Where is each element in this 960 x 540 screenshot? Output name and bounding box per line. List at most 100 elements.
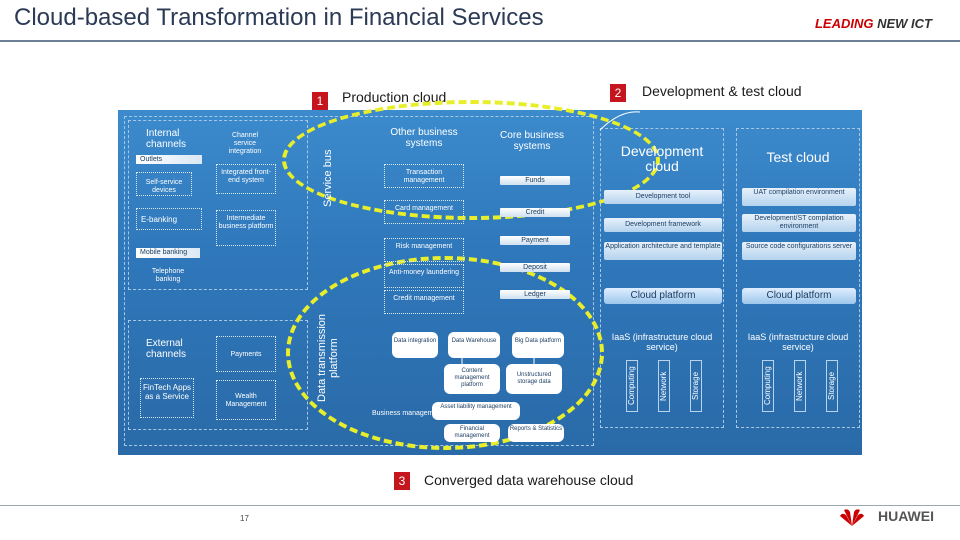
financial-mgmt-label: Financial management [454, 426, 490, 439]
app-arch-bar: Application architecture and template [604, 242, 722, 260]
internal-channels-frame [128, 120, 308, 290]
intermediate-platform-box: Intermediate business platform [216, 210, 276, 246]
wealth-management-box: Wealth Management [216, 380, 276, 420]
ebanking-label: E-banking [141, 215, 178, 224]
big-data-pill: Big Data platform [512, 332, 564, 358]
test-cloud-title: Test cloud [766, 149, 830, 165]
app-arch-label: Application architecture and template [605, 243, 721, 250]
payments-label: Payments [230, 351, 262, 358]
source-code-label: Source code configurations server [745, 243, 853, 250]
fintech-box: FinTech Apps as a Service [140, 378, 194, 418]
dev-cloud-platform-label: Cloud platform [630, 290, 696, 301]
uat-bar: UAT compilation environment [742, 188, 856, 206]
converged-dw-label: Converged data warehouse cloud [424, 472, 634, 488]
source-code-bar: Source code configurations server [742, 242, 856, 260]
header-divider [0, 40, 960, 42]
payments-box: Payments [216, 336, 276, 372]
huawei-logo-icon [840, 509, 864, 526]
brand-slogan-part2: NEW ICT [877, 16, 932, 31]
ledger-bar: Ledger [500, 290, 570, 299]
reports-label: Reports & Statistics [509, 426, 563, 432]
ebanking-box: E-banking [136, 208, 202, 230]
transaction-mgmt-label: Transaction management [403, 169, 445, 184]
section-number-2: 2 [610, 84, 626, 102]
data-transmission-highlight [286, 256, 604, 450]
anti-money-box: Anti-money laundering [384, 264, 464, 288]
intermediate-platform-label: Intermediate business platform [218, 215, 274, 230]
dev-framework-bar: Development framework [604, 218, 722, 232]
self-service-label: Self-service devices [145, 179, 183, 194]
outlets-bar: Outlets [136, 155, 202, 164]
transaction-mgmt-box: Transaction management [384, 164, 464, 188]
business-management-label: Business management [372, 410, 444, 417]
dev-tool-bar: Development tool [604, 190, 722, 204]
data-integration-pill: Data integration [392, 332, 438, 358]
card-mgmt-box: Card management [384, 200, 464, 224]
mobile-banking-label: Mobile banking [140, 249, 188, 256]
data-warehouse-label: Data Warehouse [451, 338, 497, 344]
devst-bar: Development/ST compilation environment [742, 214, 856, 232]
brand-slogan-part1: LEADING [814, 16, 878, 31]
dev-storage-label: Storage [690, 360, 702, 412]
fintech-label: FinTech Apps as a Service [142, 383, 192, 401]
test-computing-label: Computing [762, 360, 774, 412]
test-cloud-platform-bar: Cloud platform [742, 288, 856, 304]
core-business-label: Core business systems [500, 130, 564, 152]
credit-mgmt-box: Credit management [384, 290, 464, 314]
unstructured-pill: Unstructured storage data [506, 364, 562, 394]
integrated-frontend-label: Integrated front-end system [221, 169, 271, 184]
other-business-label: Other business systems [390, 127, 458, 149]
dev-cloud-platform-bar: Cloud platform [604, 288, 722, 304]
card-mgmt-label: Card management [395, 205, 453, 212]
test-cloud-platform-label: Cloud platform [766, 290, 832, 301]
page-title: Cloud-based Transformation in Financial … [14, 4, 544, 31]
outlets-label: Outlets [140, 156, 163, 163]
anti-money-label: Anti-money laundering [388, 269, 460, 276]
data-warehouse-pill: Data Warehouse [448, 332, 500, 358]
credit-mgmt-label: Credit management [393, 295, 455, 302]
payment-bar: Payment [500, 236, 570, 245]
dev-network-label: Network [658, 360, 670, 412]
wealth-management-label: Wealth Management [225, 393, 267, 408]
devst-label: Development/ST compilation environment [754, 215, 844, 230]
integrated-frontend-box: Integrated front-end system [216, 164, 276, 194]
channel-service-integration-label: Channel service integration [228, 132, 262, 155]
unstructured-label: Unstructured storage data [516, 372, 552, 385]
test-cloud-frame [736, 128, 860, 428]
section-number-3: 3 [394, 472, 410, 490]
reports-pill: Reports & Statistics [508, 424, 564, 442]
data-integration-label: Data integration [393, 338, 437, 344]
mobile-banking-bar: Mobile banking [136, 248, 200, 258]
self-service-box: Self-service devices [136, 172, 192, 196]
big-data-label: Big Data platform [514, 338, 562, 344]
service-bus-label: Service bus [322, 149, 334, 207]
service-bus-highlight [282, 100, 660, 220]
footer-divider [0, 505, 960, 506]
page-number: 17 [240, 514, 249, 523]
risk-mgmt-box: Risk management [384, 238, 464, 262]
huawei-wordmark: HUAWEI [878, 508, 934, 524]
funds-bar: Funds [500, 176, 570, 185]
test-iaas-label: IaaS (infrastructure cloud service) [747, 332, 849, 352]
telephone-banking-label: Telephone banking [151, 268, 185, 283]
asset-liability-pill: Asset liability management [432, 402, 520, 420]
production-cloud-label: Production cloud [342, 89, 447, 105]
dev-framework-label: Development framework [625, 221, 701, 228]
data-transmission-label: Data transmission platform [316, 313, 340, 403]
risk-mgmt-label: Risk management [395, 243, 453, 250]
section-number-1: 1 [312, 92, 328, 110]
internal-channels-label: Internal channels [146, 128, 187, 150]
brand-slogan: LEADING NEW ICT [815, 16, 932, 31]
deposit-bar: Deposit [500, 263, 570, 272]
dev-test-cloud-label: Development & test cloud [642, 83, 802, 99]
dev-cloud-title: Development cloud [620, 143, 704, 174]
dev-tool-label: Development tool [635, 193, 691, 200]
dev-iaas-label: IaaS (infrastructure cloud service) [611, 332, 713, 352]
credit-bar: Credit [500, 208, 570, 217]
content-mgmt-pill: Content management platform [444, 364, 500, 394]
test-storage-label: Storage [826, 360, 838, 412]
financial-mgmt-pill: Financial management [444, 424, 500, 442]
uat-label: UAT compilation environment [753, 189, 845, 196]
dev-cloud-frame [600, 128, 724, 428]
test-network-label: Network [794, 360, 806, 412]
